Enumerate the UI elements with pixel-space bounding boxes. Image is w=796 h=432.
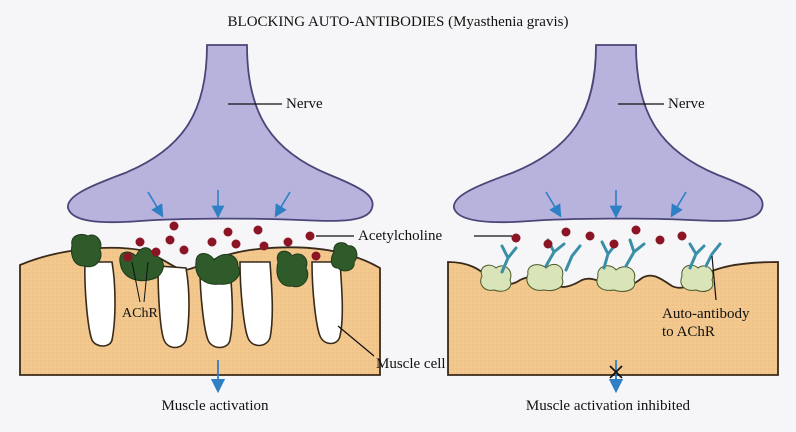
achr-label: AChR xyxy=(122,306,158,321)
auto-antibody-label-1: Auto-antibody xyxy=(662,306,750,322)
auto-antibody-leader xyxy=(711,255,717,301)
acetylcholine-molecules-left xyxy=(123,221,321,262)
achr-receptors-blocked xyxy=(480,263,714,293)
synaptic-folds-left xyxy=(84,261,344,349)
x-cross-icon xyxy=(609,365,623,379)
auto-antibody-label-2: to AChR xyxy=(662,324,715,340)
muscle-cell-leader-left xyxy=(337,325,375,357)
muscle-cell-label: Muscle cell xyxy=(376,356,446,372)
release-arrows-right xyxy=(545,190,687,219)
nerve-terminal-right xyxy=(453,44,764,224)
acetylcholine-molecules-right xyxy=(511,225,687,249)
nerve-terminal-left xyxy=(67,44,374,224)
left-panel: Nerve AChR Muscle activation xyxy=(19,44,381,414)
release-arrows-left xyxy=(147,190,291,219)
auto-antibodies xyxy=(500,238,722,274)
diagram-title: BLOCKING AUTO-ANTIBODIES (Myasthenia gra… xyxy=(228,14,569,30)
outcome-left: Muscle activation xyxy=(161,398,269,414)
achr-leader-1 xyxy=(131,261,141,303)
right-panel: Nerve Auto-antibody to AChR Muscle activ… xyxy=(447,44,779,414)
achr-receptors-left xyxy=(71,233,358,288)
acetylcholine-label: Acetylcholine xyxy=(358,228,442,244)
nerve-label-right: Nerve xyxy=(668,96,705,112)
achr-leader-2 xyxy=(143,261,149,303)
nerve-label-left: Nerve xyxy=(286,96,323,112)
outcome-right: Muscle activation inhibited xyxy=(526,398,691,414)
